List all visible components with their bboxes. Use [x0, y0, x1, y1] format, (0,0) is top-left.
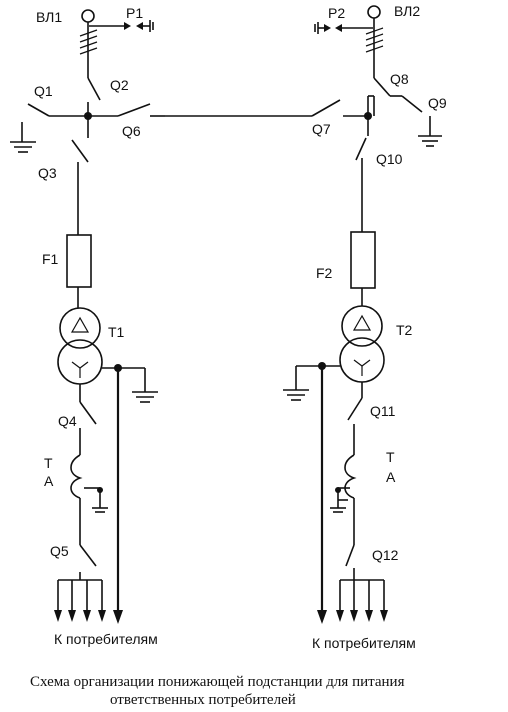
q1-ground-icon: [10, 141, 36, 153]
label-q3: Q3: [38, 165, 57, 181]
diagram-labels: ВЛ1 P1 Q2 Q1 Q6 Q3 F1 T1 Q4 Т А Q5 P2 ВЛ…: [34, 3, 447, 651]
label-q6: Q6: [122, 123, 141, 139]
label-q8: Q8: [390, 71, 409, 87]
q4-switch-blade: [79, 401, 97, 425]
label-ta-right-a: А: [386, 469, 396, 485]
vl1-terminal: [81, 9, 95, 23]
t2-primary-winding: [341, 305, 383, 347]
q2-switch-blade: [87, 77, 101, 101]
label-q9: Q9: [428, 95, 447, 111]
q7-switch-blade: [311, 99, 341, 117]
q5-switch-blade: [79, 544, 97, 567]
label-q1: Q1: [34, 83, 53, 99]
caption-line-1: Схема организации понижающей подстанции …: [30, 674, 405, 690]
label-f1: F1: [42, 251, 59, 267]
label-t1: T1: [108, 324, 125, 340]
caption-line-2: ответственных потребителей: [110, 692, 296, 708]
ta-right-current-transformer: [330, 454, 357, 545]
p2-arrester: [314, 22, 373, 34]
label-ta-left-a: А: [44, 473, 54, 489]
label-q5: Q5: [50, 543, 69, 559]
label-vl1: ВЛ1: [36, 9, 62, 25]
q6-switch-blade: [117, 103, 151, 117]
f2-fuse: [350, 231, 376, 289]
right-consumer-feeders: [336, 580, 388, 622]
label-consumers-right: К потребителям: [312, 635, 416, 651]
q1-switch-blade: [27, 103, 50, 117]
p1-arrester: [89, 20, 154, 32]
label-p2: P2: [328, 5, 345, 21]
q9-switch-blade: [401, 95, 423, 113]
label-vl2: ВЛ2: [394, 3, 420, 19]
label-q2: Q2: [110, 77, 129, 93]
q12-switch-blade: [345, 544, 355, 567]
q3-switch-blade: [71, 139, 89, 163]
vl1-line-marks: [79, 29, 98, 55]
q11-switch-blade: [347, 397, 363, 421]
t2-ground-icon: [283, 389, 309, 401]
q10-switch-blade: [355, 137, 367, 161]
caption: Схема организации понижающей подстанции …: [30, 674, 405, 708]
label-q7: Q7: [312, 121, 331, 137]
t1-ground-icon: [132, 391, 158, 403]
t1-primary-winding: [59, 307, 101, 349]
ta-left-current-transformer: [70, 454, 108, 545]
label-ta-right-t: Т: [386, 449, 395, 465]
label-p1: P1: [126, 5, 143, 21]
label-q11: Q11: [370, 403, 396, 419]
vl2-line-marks: [365, 27, 384, 53]
label-consumers-left: К потребителям: [54, 631, 158, 647]
label-f2: F2: [316, 265, 333, 281]
label-q10: Q10: [376, 151, 403, 167]
left-consumer-feeders: [54, 580, 106, 622]
vl2-terminal: [367, 5, 381, 19]
label-q4: Q4: [58, 413, 77, 429]
q9-ground-icon: [418, 135, 442, 147]
q8-switch-blade: [373, 77, 391, 97]
label-t2: T2: [396, 322, 413, 338]
label-q12: Q12: [372, 547, 399, 563]
left-circuit: [10, 9, 165, 624]
f1-fuse: [66, 234, 92, 288]
right-circuit: [283, 5, 442, 624]
label-ta-left-t: Т: [44, 455, 53, 471]
